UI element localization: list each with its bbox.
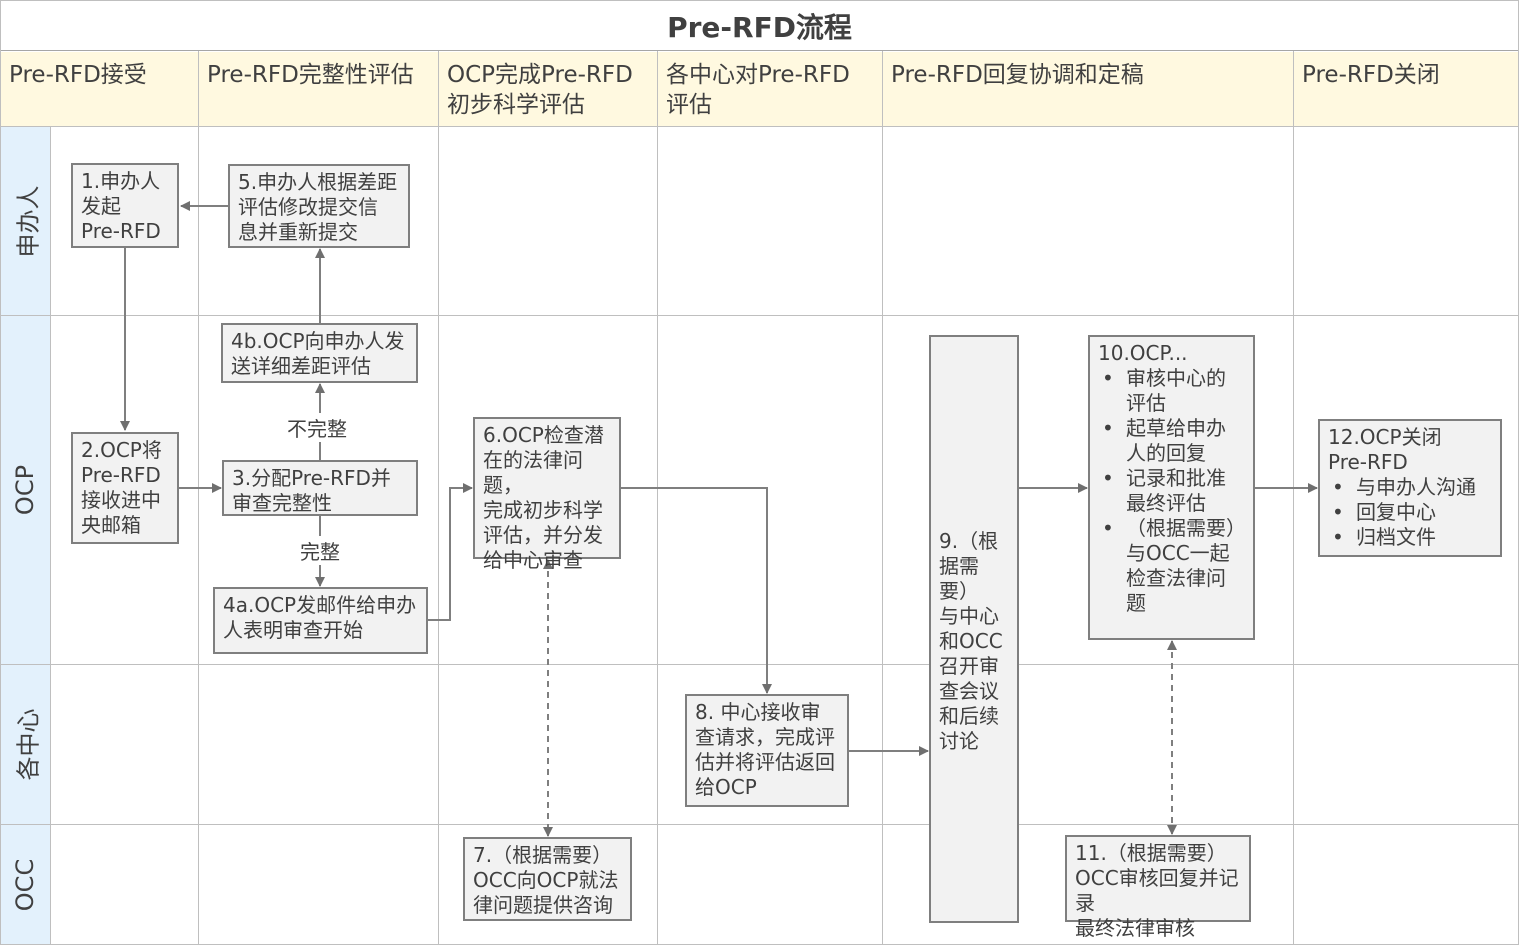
step-10-ocp-actions: 10.OCP... 审核中心的 评估 起草给申办 人的回复 记录和批准 最终评估… — [1088, 335, 1255, 640]
step-3-assign-review: 3.分配Pre-RFD并 审查完整性 — [222, 460, 418, 516]
step-5-sponsor-resubmit: 5.申办人根据差距 评估修改提交信 息并重新提交 — [228, 164, 410, 248]
grid-row-sponsor-bottom — [0, 315, 1519, 316]
lane-header-sponsor: 申办人 — [1, 127, 50, 315]
step-1-sponsor-initiate: 1.申办人 发起 Pre-RFD — [71, 163, 179, 248]
step-7-occ-advice: 7.（根据需要） OCC向OCP就法 律问题提供咨询 — [463, 837, 632, 921]
lane-header-occ: OCC — [1, 825, 50, 944]
phase-header-initial-assessment: OCP完成Pre-RFD 初步科学评估 — [439, 52, 657, 126]
grid-row-centers-bottom — [0, 824, 1519, 825]
edge-label-complete: 完整 — [298, 536, 342, 565]
arrow-s6-to-s8 — [621, 487, 772, 694]
step-12-item: 归档文件 — [1332, 525, 1494, 550]
phase-header-close: Pre-RFD关闭 — [1294, 52, 1518, 126]
step-10-list: 审核中心的 评估 起草给申办 人的回复 记录和批准 最终评估 （根据需要） 与O… — [1098, 366, 1247, 616]
step-4a-email-sponsor: 4a.OCP发邮件给申办 人表明审查开始 — [213, 587, 428, 654]
phase-header-accept: Pre-RFD接受 — [1, 52, 198, 126]
step-2-ocp-receive: 2.OCP将 Pre-RFD 接收进中 央邮箱 — [71, 432, 179, 544]
grid-row-header-bottom — [0, 126, 1519, 127]
diagram-title: Pre-RFD流程 — [1, 1, 1518, 51]
step-11-occ-final-review: 11.（根据需要） OCC审核回复并记录 最终法律审核 — [1065, 835, 1251, 940]
grid-col-lane-header — [50, 126, 51, 945]
grid-row-ocp-bottom — [0, 664, 1519, 665]
step-4b-gap-assessment: 4b.OCP向申办人发 送详细差距评估 — [221, 323, 418, 383]
step-12-list: 与申办人沟通 回复中心 归档文件 — [1328, 475, 1494, 550]
step-10-item: 记录和批准 最终评估 — [1102, 466, 1247, 516]
lane-header-centers: 各中心 — [1, 665, 50, 824]
grid-col-3 — [657, 51, 658, 945]
step-12-ocp-close: 12.OCP关闭 Pre-RFD 与申办人沟通 回复中心 归档文件 — [1318, 419, 1502, 557]
phase-header-completeness: Pre-RFD完整性评估 — [199, 52, 438, 126]
grid-col-5 — [1293, 51, 1294, 945]
grid-col-4 — [882, 51, 883, 945]
step-10-title: 10.OCP... — [1098, 341, 1188, 365]
grid-outer-right — [1518, 0, 1519, 945]
step-9-review-meeting: 9.（根 据需要） 与中心 和OCC 召开审 查会议 和后续 讨论 — [929, 335, 1019, 923]
step-12-item: 与申办人沟通 — [1332, 475, 1494, 500]
step-12-item: 回复中心 — [1332, 500, 1494, 525]
grid-col-2 — [438, 51, 439, 945]
grid-outer-left — [0, 0, 1, 945]
step-6-ocp-legal-check: 6.OCP检查潜 在的法律问题， 完成初步科学 评估，并分发 给中心审查 — [473, 417, 621, 572]
step-10-item: （根据需要） 与OCC一起 检查法律问 题 — [1102, 516, 1247, 616]
phase-header-center-assessment: 各中心对Pre-RFD 评估 — [658, 52, 882, 126]
arrow-s4a-to-s6 — [428, 483, 473, 621]
phase-header-coordination: Pre-RFD回复协调和定稿 — [883, 52, 1293, 126]
step-10-item: 审核中心的 评估 — [1102, 366, 1247, 416]
edge-label-incomplete: 不完整 — [285, 413, 349, 442]
grid-col-1 — [198, 51, 199, 945]
lane-header-ocp: OCP — [1, 316, 50, 664]
step-12-title: 12.OCP关闭 Pre-RFD — [1328, 425, 1442, 474]
step-8-center-review: 8. 中心接收审 查请求，完成评 估并将评估返回 给OCP — [685, 694, 849, 807]
grid-outer-bottom — [0, 944, 1519, 945]
grid-outer-top — [0, 0, 1519, 1]
step-10-item: 起草给申办 人的回复 — [1102, 416, 1247, 466]
